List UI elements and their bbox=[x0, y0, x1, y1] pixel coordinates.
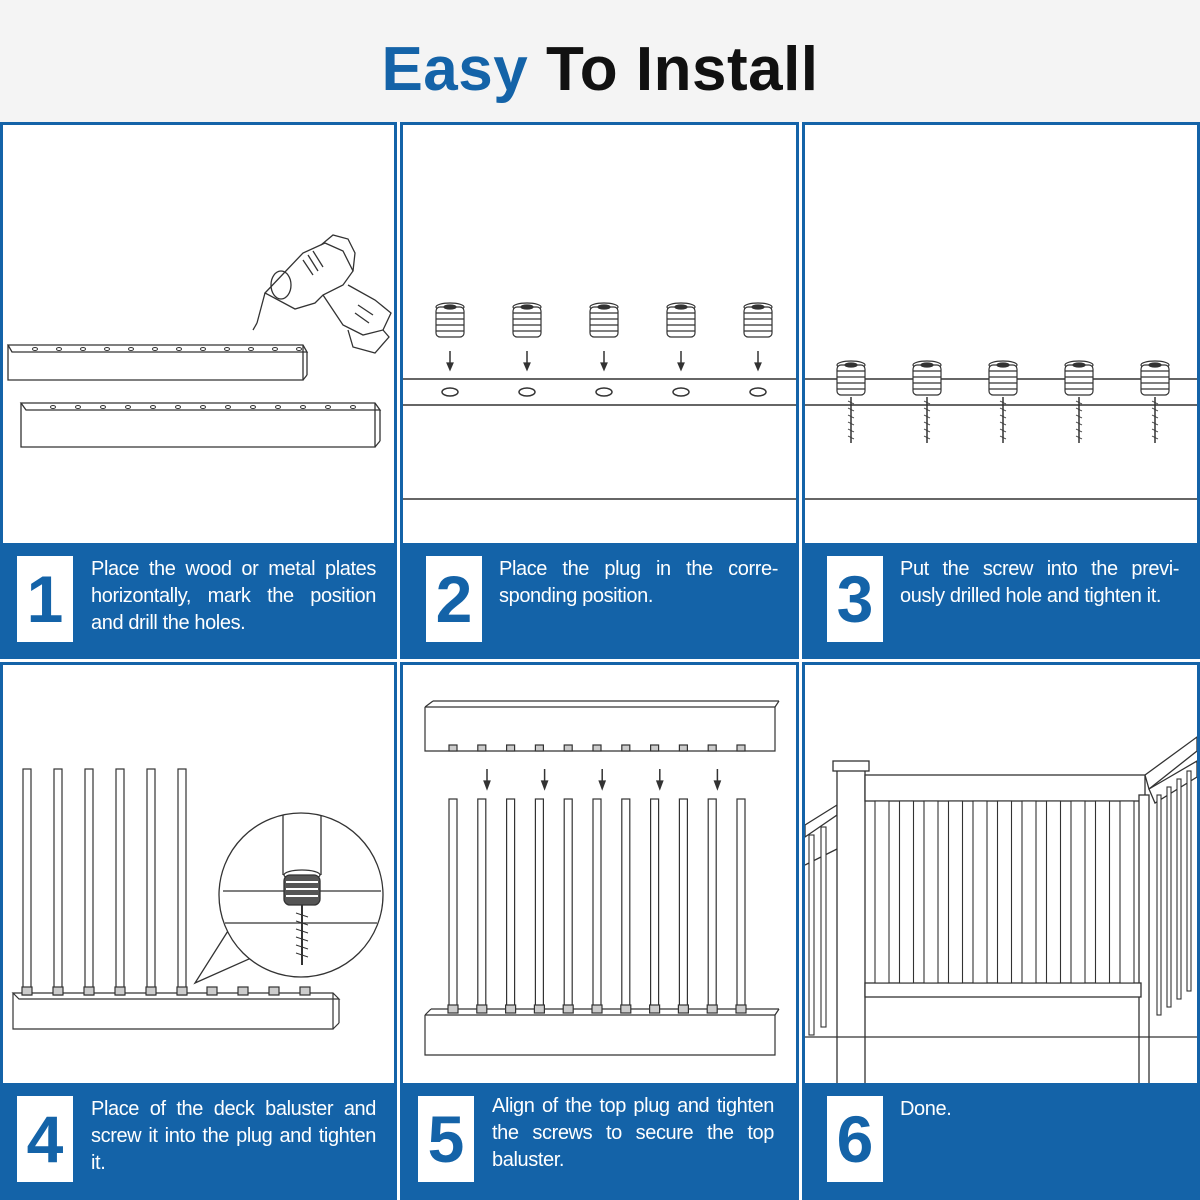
step-1-band: 1 Place the wood or metal plates horizon… bbox=[3, 543, 394, 656]
plugs-above-holes-image bbox=[403, 302, 796, 500]
step-2-number: 2 bbox=[435, 562, 473, 636]
step-4-description: Place of the deck baluster and screw it … bbox=[91, 1098, 376, 1174]
step-3-band: 3 Put the screw into the previ-ously dri… bbox=[805, 543, 1197, 656]
step-2-number-box: 2 bbox=[426, 556, 482, 642]
title-rest: To Install bbox=[546, 34, 819, 104]
step-3-illustration bbox=[805, 125, 1197, 545]
zoom-detail-icon bbox=[193, 812, 384, 985]
step-3-panel: 3 Put the screw into the previ-ously dri… bbox=[802, 122, 1200, 659]
step-5-panel: 5 Align of the top plug and tighten the … bbox=[400, 662, 799, 1200]
step-4-panel: 4 Place of the deck baluster and screw i… bbox=[0, 662, 397, 1200]
step-1-number-box: 1 bbox=[17, 556, 73, 642]
balusters-on-bottom-rail-image bbox=[11, 768, 384, 1030]
title-accent: Easy bbox=[381, 34, 529, 104]
step-2-description: Place the plug in the corre-sponding pos… bbox=[499, 558, 778, 607]
top-rail-alignment-image bbox=[424, 700, 780, 1056]
step-4-number: 4 bbox=[26, 1102, 64, 1176]
step-1-panel: 1 Place the wood or metal plates horizon… bbox=[0, 122, 397, 659]
step-5-number-box: 5 bbox=[418, 1096, 474, 1182]
step-4-illustration bbox=[3, 665, 394, 1085]
step-2-illustration bbox=[403, 125, 796, 545]
step-6-illustration bbox=[805, 665, 1197, 1085]
drill-and-plates-image bbox=[6, 234, 392, 448]
finished-railing-image bbox=[805, 736, 1197, 1085]
step-3-description: Put the screw into the previ-ously drill… bbox=[900, 558, 1179, 607]
step-5-description: Align of the top plug and tighten the sc… bbox=[492, 1095, 774, 1171]
step-1-illustration bbox=[3, 125, 394, 545]
step-5-illustration bbox=[403, 665, 796, 1085]
page-title: Easy To Install bbox=[381, 34, 818, 105]
step-3-number-box: 3 bbox=[827, 556, 883, 642]
step-6-panel: 6 Done. bbox=[802, 662, 1200, 1200]
step-4-number-box: 4 bbox=[17, 1096, 73, 1182]
step-4-band: 4 Place of the deck baluster and screw i… bbox=[3, 1083, 394, 1197]
plugs-with-screws-image bbox=[805, 360, 1197, 500]
step-5-band: 5 Align of the top plug and tighten the … bbox=[403, 1083, 796, 1197]
step-6-description: Done. bbox=[900, 1098, 952, 1120]
step-1-number: 1 bbox=[26, 562, 64, 636]
step-3-number: 3 bbox=[836, 562, 874, 636]
step-6-band: 6 Done. bbox=[805, 1083, 1197, 1197]
header: Easy To Install bbox=[0, 0, 1200, 122]
step-2-panel: 2 Place the plug in the corre-sponding p… bbox=[400, 122, 799, 659]
step-6-number: 6 bbox=[836, 1102, 874, 1176]
drill-icon bbox=[252, 234, 392, 354]
step-5-number: 5 bbox=[427, 1102, 465, 1176]
step-2-band: 2 Place the plug in the corre-sponding p… bbox=[403, 543, 796, 656]
step-6-number-box: 6 bbox=[827, 1096, 883, 1182]
step-1-description: Place the wood or metal plates horizonta… bbox=[91, 558, 376, 634]
